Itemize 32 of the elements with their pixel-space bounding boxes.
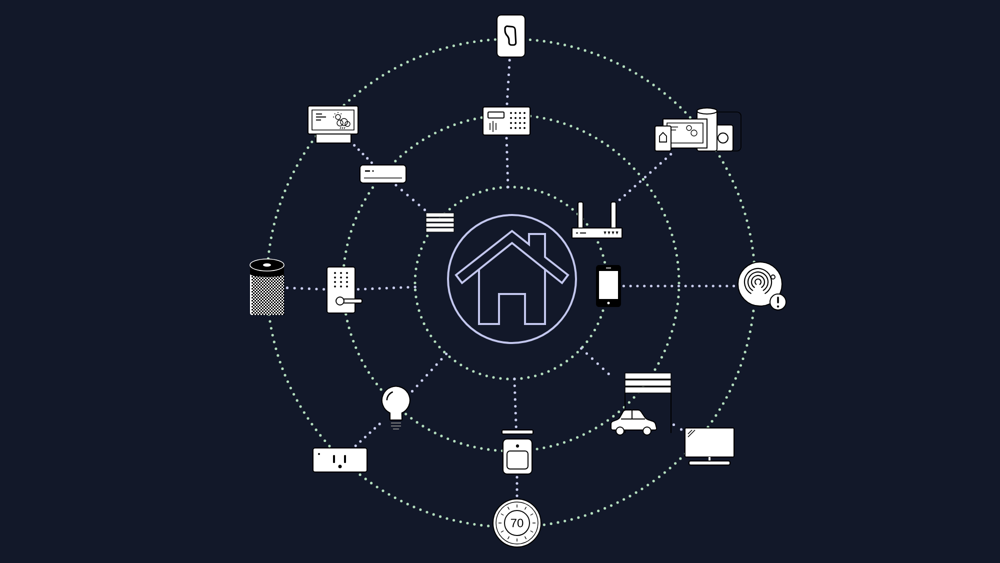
house-circle [447, 214, 577, 344]
keypad-icon [482, 106, 530, 136]
dotted-line [354, 422, 381, 448]
phone-icon [596, 265, 621, 307]
garage-car-icon [610, 372, 672, 436]
tv-icon [684, 428, 734, 466]
dotted-line [505, 136, 510, 188]
dotted-line [516, 476, 518, 498]
light-bulb-icon [381, 386, 410, 430]
dotted-line [353, 144, 373, 164]
dotted-line [618, 152, 672, 202]
speaker-icon [250, 258, 284, 315]
dotted-line [506, 58, 511, 106]
dotted-line [580, 347, 610, 376]
thermostat-dial: 70 [492, 498, 542, 548]
dotted-line [356, 286, 416, 291]
dotted-line [513, 378, 518, 428]
dotted-line [672, 423, 683, 431]
dotted-line [394, 184, 426, 212]
dotted-line [622, 284, 736, 288]
device-group-icon [654, 108, 742, 152]
dotted-line [286, 286, 326, 291]
vent-icon [426, 212, 454, 232]
weather-display-icon [308, 106, 358, 144]
light-switch-icon [496, 14, 526, 58]
dotted-line [410, 352, 448, 393]
air-conditioner-icon [360, 164, 406, 184]
sensor-icon [502, 430, 534, 474]
router-icon [572, 202, 622, 238]
outlet-icon [312, 448, 368, 472]
smoke-detector-icon [738, 262, 786, 310]
door-lock-icon [326, 266, 362, 314]
